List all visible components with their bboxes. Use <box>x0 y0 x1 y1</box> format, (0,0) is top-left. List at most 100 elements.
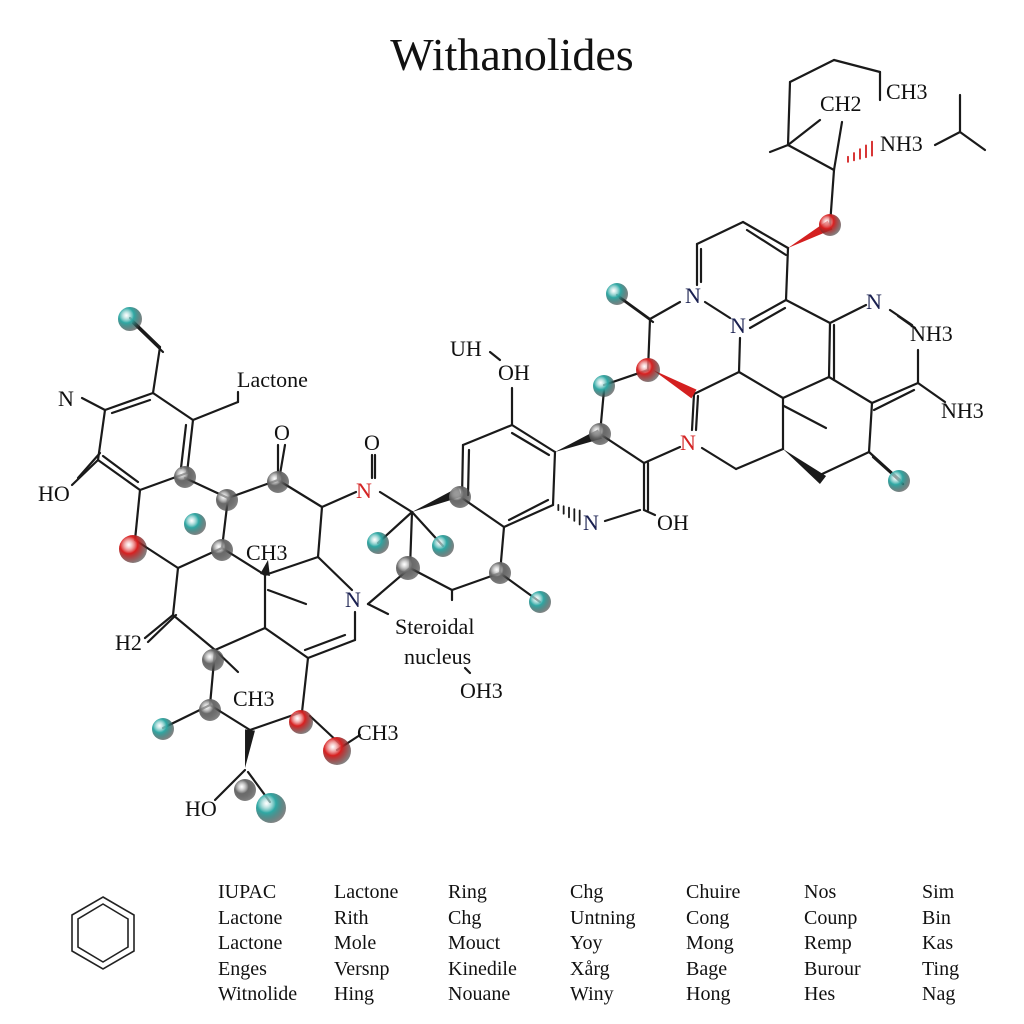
table-cell: Mole <box>334 932 377 954</box>
bond <box>263 555 320 577</box>
diagram-title: Withanolides <box>390 29 634 80</box>
atom-nh3-b: NH3 <box>941 398 984 423</box>
hydrogen-atom-ball <box>593 375 615 397</box>
bond <box>366 602 390 616</box>
bond <box>101 454 140 484</box>
bond <box>110 398 152 415</box>
bond <box>748 306 787 330</box>
hydrogen-atom-ball <box>118 307 142 331</box>
table-cell: Witnolide <box>218 983 298 1005</box>
bond <box>832 58 882 74</box>
bond <box>933 130 962 147</box>
table-cell: Nos <box>804 881 837 903</box>
atom-oh-top: OH <box>498 360 530 385</box>
bond <box>782 404 828 430</box>
oxygen-atom-ball <box>819 214 841 236</box>
bond <box>818 450 871 477</box>
carbon-atom-ball <box>449 486 471 508</box>
bond <box>642 445 682 465</box>
bond <box>784 246 790 302</box>
carbon-atom-ball <box>174 466 196 488</box>
bond <box>320 490 358 509</box>
table-cell: Mouct <box>448 932 501 954</box>
bond <box>958 130 987 152</box>
carbon-atom-ball <box>216 489 238 511</box>
bond <box>694 394 700 432</box>
bond <box>133 488 142 542</box>
bond <box>916 381 947 404</box>
atom-o-top2: O <box>364 430 380 455</box>
atom-n-red-right: N <box>680 430 696 455</box>
atom-ch3-b: CH3 <box>233 686 275 711</box>
hydrogen-atom-ball <box>184 513 206 535</box>
atom-n-red-mid: N <box>356 478 372 503</box>
oxygen-atom-ball <box>289 710 313 734</box>
bond <box>603 508 642 523</box>
bond <box>80 396 107 412</box>
bond <box>872 388 916 412</box>
table-cell: Xårg <box>570 957 610 980</box>
table-cell: Burour <box>804 957 861 980</box>
carbon-atom-ball <box>589 423 611 445</box>
carbon-atom-ball <box>202 649 224 671</box>
wedge-bond <box>245 729 255 768</box>
table-cell: Lactone <box>218 932 283 954</box>
table-cell: Remp <box>804 932 852 954</box>
table-cell: Nouane <box>448 983 511 1005</box>
atom-ch3-c: CH3 <box>357 720 399 745</box>
atom-oh-right: OH <box>657 510 689 535</box>
atom-n-a: N <box>685 283 701 308</box>
bond <box>96 458 142 492</box>
table-cell: Nag <box>922 983 956 1005</box>
oxygen-atom-ball <box>323 737 351 765</box>
bond <box>786 80 792 147</box>
table-cell: Sim <box>922 881 955 903</box>
bond <box>316 555 354 592</box>
atom-nh3-a: NH3 <box>910 321 953 346</box>
atom-n-b: N <box>730 313 746 338</box>
bond <box>306 638 357 660</box>
bond <box>146 613 178 644</box>
bond <box>788 58 836 84</box>
table-cell: Hong <box>686 983 731 1005</box>
carbon-atom-ball <box>489 562 511 584</box>
bond <box>151 391 195 422</box>
bond <box>300 656 310 714</box>
table-cell: Chuire <box>686 881 741 903</box>
hydrogen-atom-ball <box>432 535 454 557</box>
bond <box>768 143 790 154</box>
table-cell: Cong <box>686 906 730 929</box>
bond <box>103 391 155 412</box>
table-cell: Bage <box>686 957 728 980</box>
bond <box>827 321 832 379</box>
table-cell: Counp <box>804 906 858 929</box>
table-cell: Winy <box>570 983 614 1005</box>
label-nucleus: nucleus <box>404 644 471 669</box>
table-cell: Kas <box>922 932 954 954</box>
table-cell: Untning <box>570 906 636 929</box>
bond <box>700 446 738 471</box>
bond <box>741 220 790 250</box>
table-cell: Enges <box>218 957 267 980</box>
table-cell: Lactone <box>334 881 399 903</box>
bond <box>171 566 180 617</box>
bond <box>96 408 107 462</box>
label-steroidal: Steroidal <box>395 614 474 639</box>
bond <box>703 300 732 320</box>
atom-oh3: OH3 <box>460 678 503 703</box>
bond <box>507 498 550 522</box>
bond <box>692 370 741 396</box>
bond <box>191 400 240 422</box>
atom-ch3-a: CH3 <box>246 540 288 565</box>
hydrogen-atom-ball <box>256 793 286 823</box>
atom-n-hash: N <box>583 510 599 535</box>
table-cell: Mong <box>686 932 734 954</box>
oxygen-atom-ball <box>636 358 660 382</box>
table-cell: Versnp <box>334 957 390 980</box>
wedge-bond <box>260 560 270 576</box>
bond <box>642 508 657 517</box>
